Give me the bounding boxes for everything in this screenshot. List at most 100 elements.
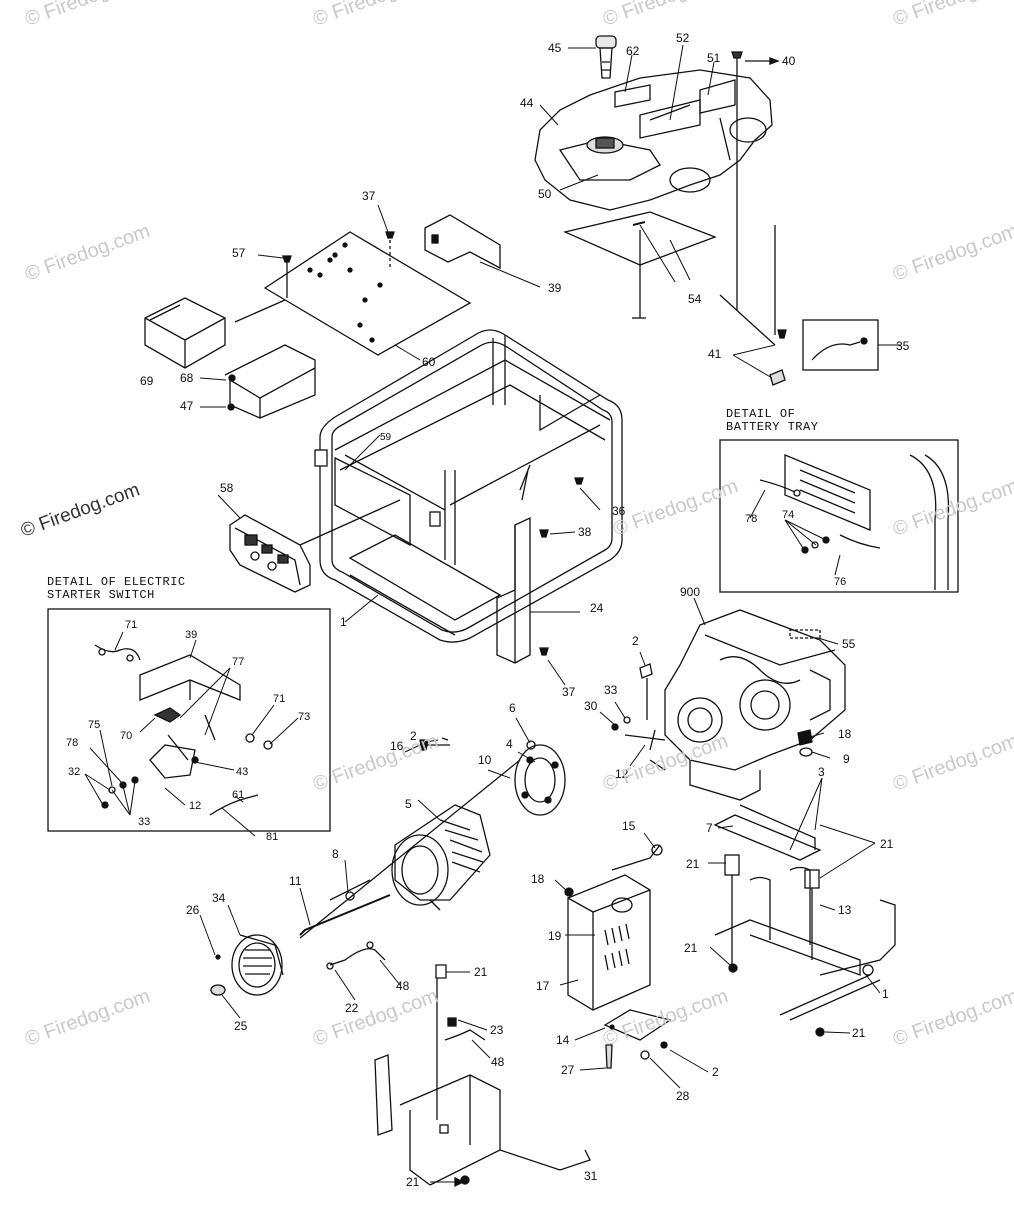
callout: 40: [782, 54, 796, 68]
cable-35: [769, 319, 879, 386]
callout: 26: [186, 903, 200, 917]
callout: 30: [584, 699, 598, 713]
callout: 58: [220, 481, 234, 495]
callout: 5: [405, 797, 412, 811]
callout: 21: [406, 1175, 420, 1189]
callout: 37: [562, 685, 576, 699]
wheel-kit-frame: [714, 866, 896, 1021]
starter-switch-detail-title: DETAIL OF ELECTRIC STARTER SWITCH: [47, 576, 186, 602]
bracket-39: [424, 214, 501, 270]
callout: 14: [556, 1033, 570, 1047]
callout: 78: [66, 737, 78, 749]
callout: 2: [632, 634, 639, 648]
callout: 35: [896, 339, 910, 353]
fuel-cap: [595, 35, 617, 79]
callout: 32: [68, 766, 80, 778]
callout: 4: [506, 737, 513, 751]
callout: 18: [838, 727, 852, 741]
callout: 12: [615, 767, 629, 781]
tank-mat: [562, 211, 717, 319]
main-frame: [314, 329, 623, 643]
callout: 75: [88, 719, 100, 731]
callout: 25: [234, 1019, 248, 1033]
callout: 60: [422, 355, 436, 369]
muffler: [567, 844, 663, 1011]
callout: 76: [834, 576, 846, 588]
callout: 54: [688, 292, 702, 306]
callout: 21: [684, 941, 698, 955]
callout: 1: [340, 615, 347, 629]
callout: 39: [185, 629, 197, 641]
callout: 48: [396, 979, 410, 993]
callout: 6: [509, 701, 516, 715]
front-panel: [229, 499, 401, 593]
callout: 61: [232, 789, 244, 801]
callout: 37: [362, 189, 376, 203]
starter-switch-title-line1: DETAIL OF ELECTRIC: [47, 575, 186, 589]
callout: 12: [189, 800, 201, 812]
callout: 43: [236, 766, 248, 778]
callout: 28: [676, 1089, 690, 1103]
fan-cover: [231, 934, 284, 996]
battery-tray-title-line1: DETAIL OF: [726, 407, 796, 421]
starter-switch-detail-box: [47, 608, 331, 832]
callout: 23: [490, 1023, 504, 1037]
callout: 33: [604, 683, 618, 697]
callout: 73: [298, 711, 310, 723]
callout: 1: [882, 987, 889, 1001]
callout: 36: [612, 504, 626, 518]
callout: 18: [531, 872, 545, 886]
callout: 15: [622, 819, 636, 833]
bolt-40: [731, 51, 780, 310]
callout: 17: [536, 979, 550, 993]
callout: 59: [380, 432, 392, 443]
callout: 39: [548, 281, 562, 295]
callout: 78: [745, 513, 757, 525]
callout: 55: [842, 637, 856, 651]
callout: 21: [474, 965, 488, 979]
control-plate: [263, 231, 472, 356]
callout: 11: [289, 874, 302, 888]
callout: 33: [138, 816, 150, 828]
callout: 900: [680, 585, 700, 599]
callout: 47: [180, 399, 194, 413]
callout: 9: [843, 752, 850, 766]
battery-tray-title-line2: BATTERY TRAY: [726, 420, 819, 434]
bottom-wheel-frame: [374, 1054, 591, 1186]
callout: 19: [548, 929, 562, 943]
starter-switch-title-line2: STARTER SWITCH: [47, 588, 155, 602]
callout: 34: [212, 891, 226, 905]
callout: 69: [140, 374, 154, 388]
callout: 2: [712, 1065, 719, 1079]
rear-bearing-carrier: [514, 744, 566, 816]
callout: 10: [478, 753, 492, 767]
callout: 74: [782, 509, 794, 521]
fuel-tank: [534, 69, 773, 211]
callout-labels: 45 62 52 51 40 44 50 54 37 57 39 60 69 6…: [66, 31, 910, 1189]
callout: 52: [676, 31, 690, 45]
callout: 7: [706, 821, 713, 835]
stator-housing: [391, 804, 491, 911]
callout: 50: [538, 187, 552, 201]
engine-mount-brackets: [713, 804, 822, 965]
callout: 22: [345, 1001, 359, 1015]
callout: 68: [180, 371, 194, 385]
callout: 57: [232, 246, 246, 260]
callout: 81: [266, 831, 278, 843]
callout: 70: [120, 730, 132, 742]
callout: 16: [390, 739, 404, 753]
callout: 62: [626, 44, 640, 58]
callout: 71: [125, 619, 137, 631]
callout: 21: [852, 1026, 866, 1040]
callout: 44: [520, 96, 534, 110]
battery: [144, 297, 226, 369]
callout: 48: [491, 1055, 505, 1069]
callout: 71: [273, 693, 285, 705]
callout: 51: [707, 51, 721, 65]
battery-tray: [224, 299, 316, 419]
callout: 45: [548, 41, 562, 55]
callout: 77: [232, 656, 244, 668]
callout: 41: [708, 347, 722, 361]
callout: 13: [838, 903, 852, 917]
